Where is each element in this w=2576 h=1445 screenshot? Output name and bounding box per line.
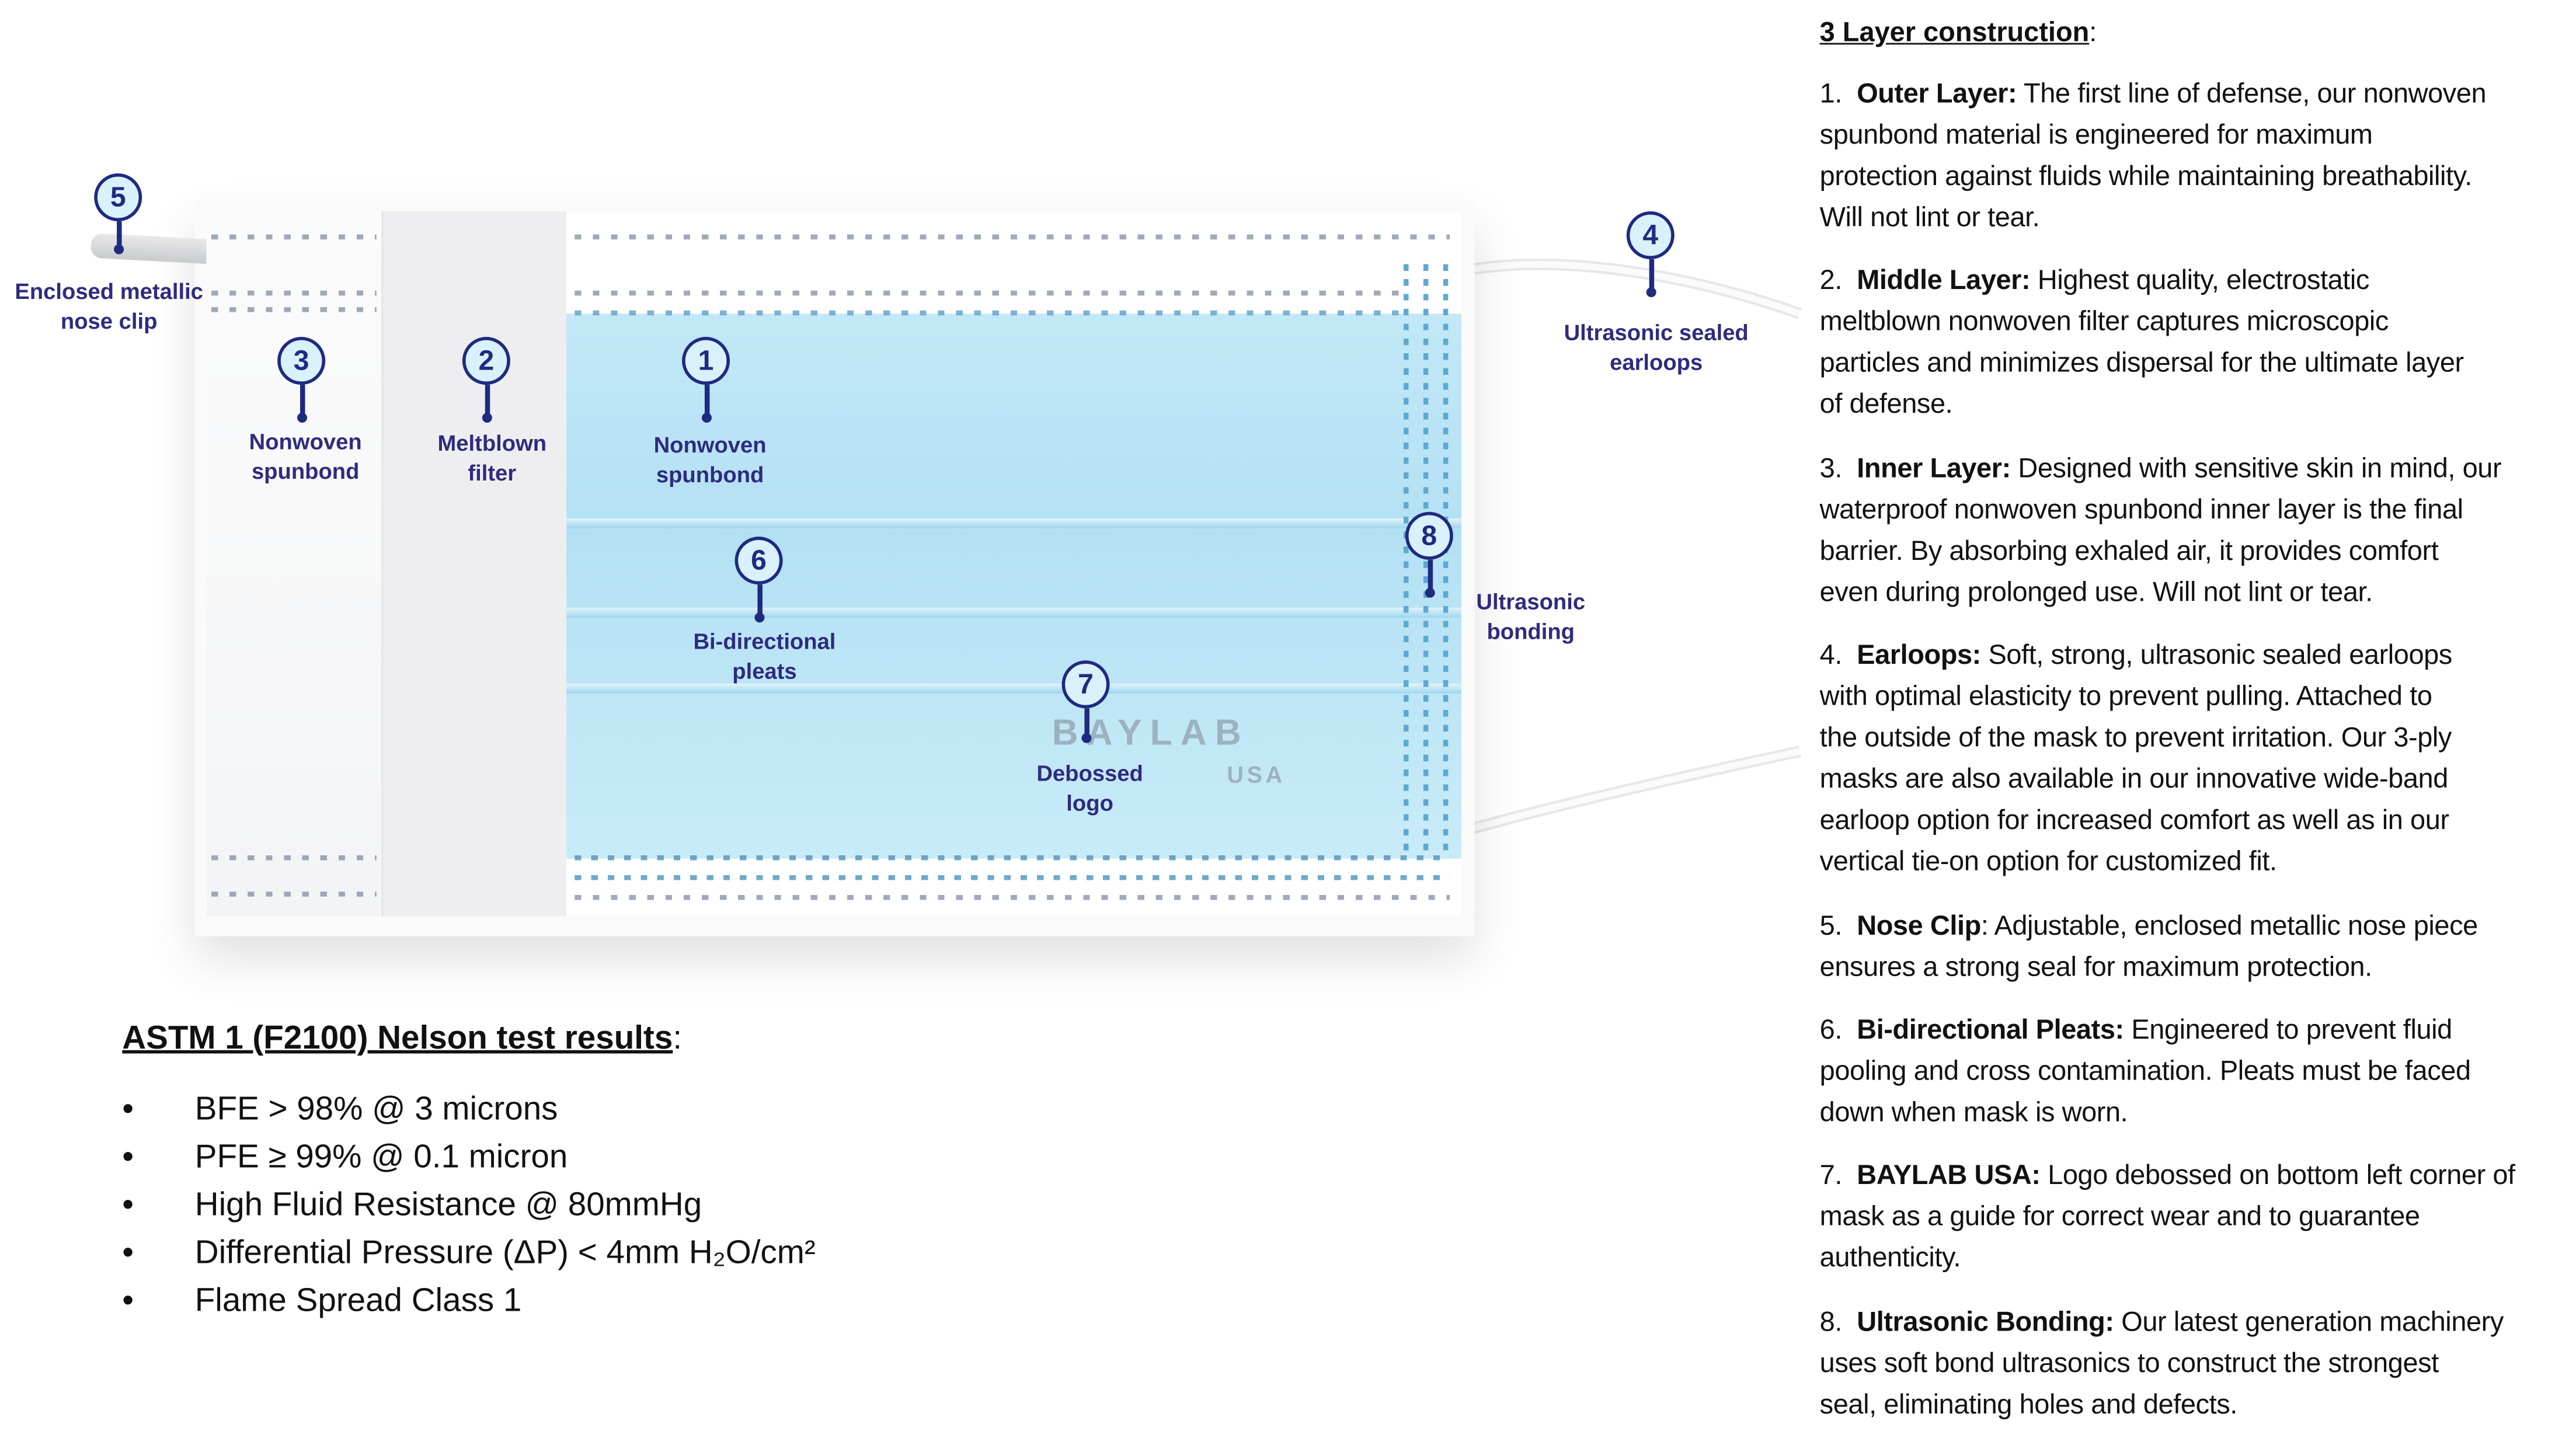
- stitch-row: [211, 290, 377, 296]
- construction-item-5: 5. Nose Clip: Adjustable, enclosed metal…: [1819, 910, 2478, 983]
- callout-1-pointer: [704, 384, 709, 418]
- stitch-row: [211, 307, 377, 312]
- callout-7-marker: 7: [1061, 660, 1110, 709]
- stitch-row: [575, 310, 1401, 316]
- ultrasonic-bond-seam: [1423, 264, 1429, 859]
- callout-8-dot: [1425, 587, 1435, 598]
- callout-1-dot: [701, 413, 712, 423]
- bullet-icon: •: [122, 1091, 134, 1128]
- bullet-icon: •: [122, 1139, 134, 1176]
- callout-3-dot: [297, 413, 308, 423]
- construction-item-8: 8. Ultrasonic Bonding: Our latest genera…: [1819, 1306, 2504, 1420]
- pleat-line: [566, 607, 1461, 618]
- callout-2-pointer: [485, 384, 489, 418]
- construction-item-2: 2. Middle Layer: Highest quality, electr…: [1819, 264, 2464, 420]
- callout-2-dot: [482, 413, 492, 423]
- outer-layer-blue-body: [566, 314, 1461, 859]
- callout-8-pointer: [1428, 559, 1432, 593]
- stitch-row: [211, 892, 377, 897]
- stitch-row: [575, 875, 1450, 880]
- construction-item-6: 6. Bi-directional Pleats: Engineered to …: [1819, 1014, 2471, 1128]
- callout-3-pointer: [300, 384, 305, 418]
- callout-1-marker: 1: [682, 336, 730, 385]
- test-result-item: •High Fluid Resistance @ 80mmHg: [122, 1187, 702, 1225]
- callout-6-pointer: [757, 584, 762, 618]
- callout-5-marker: 5: [94, 173, 142, 221]
- stitch-row: [211, 855, 377, 861]
- layer-meltblown-filter: [381, 211, 570, 917]
- callout-5-pointer: [117, 221, 121, 248]
- construction-item-7: 7. BAYLAB USA: Logo debossed on bottom l…: [1819, 1159, 2515, 1273]
- construction-heading: 3 Layer construction:: [1819, 16, 2097, 48]
- callout-6-marker: 6: [734, 537, 783, 585]
- stitch-row: [575, 894, 1450, 900]
- callout-4-dot: [1646, 287, 1656, 298]
- callout-5-dot: [114, 244, 124, 255]
- test-result-item: •BFE > 98% @ 3 microns: [122, 1091, 558, 1129]
- pleat-line: [566, 683, 1461, 694]
- callout-8-marker: 8: [1405, 511, 1453, 560]
- ultrasonic-bond-seam: [1443, 264, 1449, 859]
- earloops: [1435, 258, 1802, 845]
- stitch-row: [575, 855, 1450, 861]
- callout-3-marker: 3: [277, 336, 326, 385]
- callout-2-marker: 2: [462, 336, 510, 385]
- construction-item-1: 1. Outer Layer: The first line of defens…: [1819, 77, 2487, 233]
- ultrasonic-bond-seam: [1403, 264, 1409, 859]
- pleat-line: [566, 518, 1461, 529]
- callout-6-dot: [754, 612, 765, 623]
- baylab-logo-usa: USA: [1227, 761, 1286, 788]
- test-result-item: •PFE ≥ 99% @ 0.1 micron: [122, 1139, 568, 1177]
- test-results-heading: ASTM 1 (F2100) Nelson test results:: [122, 1020, 683, 1057]
- stitch-row: [211, 234, 377, 240]
- construction-item-4: 4. Earloops: Soft, strong, ultrasonic se…: [1819, 639, 2453, 877]
- stitch-row: [575, 234, 1450, 240]
- callout-4-pointer: [1649, 259, 1653, 293]
- bullet-icon: •: [122, 1235, 134, 1272]
- test-result-item: •Differential Pressure (ΔP) < 4mm H₂O/cm…: [122, 1235, 815, 1273]
- bullet-icon: •: [122, 1283, 134, 1319]
- test-result-item: •Flame Spread Class 1: [122, 1283, 521, 1321]
- stitch-row: [575, 290, 1401, 296]
- callout-4-marker: 4: [1626, 211, 1675, 260]
- bullet-icon: •: [122, 1187, 134, 1224]
- callout-7-pointer: [1084, 708, 1089, 739]
- layer-inner-spunbond: [206, 211, 382, 917]
- baylab-logo: BAYLAB: [1052, 711, 1249, 753]
- construction-item-3: 3. Inner Layer: Designed with sensitive …: [1819, 452, 2502, 608]
- callout-7-dot: [1081, 733, 1092, 743]
